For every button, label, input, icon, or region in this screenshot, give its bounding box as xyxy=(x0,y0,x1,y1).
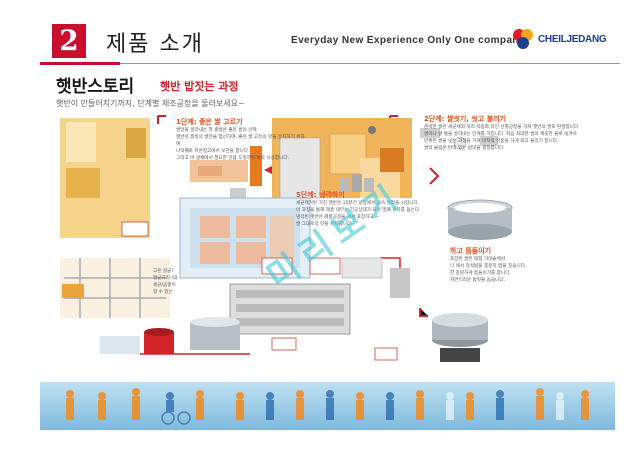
step-5-text: 5단계: 냉각하기 세균제거된 거친 햇반은 15분간 냉장에서 급속 냉각을 … xyxy=(296,190,456,228)
step-2-line: 쌀이나 쌀 틈을 골라내는 단계를 거칩니다. 처음 최대한 쌀의 깨끗한 물로… xyxy=(424,132,577,137)
step-2-line: 쌀의 불림은 탄력 있는 밥맛을 결정합니다. xyxy=(424,146,505,151)
header-divider xyxy=(40,63,620,64)
step-4-line: 자연스러운 밥맛을 돕습니다. xyxy=(450,278,506,283)
logo-brand: CHEILJEDANG xyxy=(538,34,607,45)
step-5-line: 이 과정을 통해 제품 내부는 진공상태가 되어 밀폐 유지를 돕는다. xyxy=(296,208,421,213)
people-silhouette-banner xyxy=(40,382,615,430)
step-1-line: 그리고 바 생채에서 필요한 만큼 도정하여 바로 사용합니다. xyxy=(176,156,290,161)
step-2-text: 2단계: 쌀씻기, 씻고 불리기 준비한 쌀은 세균제외 처리 자동화 라인 선… xyxy=(424,114,604,152)
step-5-line: 냉각된 햇반은 제품공정을 거쳐 포장하고 ~ xyxy=(296,215,379,220)
section-title: 제품 소개 xyxy=(106,32,204,57)
process-illustration xyxy=(60,115,513,362)
step-4-line: 포장된 쌀은 대형 가마솥에서 xyxy=(450,257,506,262)
step-5-line: 세균제거된 거친 햇반은 15분간 냉장에서 급속 냉각을 시킵니다. xyxy=(296,201,420,206)
step-5-line: 쌀 그대로의 맛을 유지합니다. xyxy=(296,222,353,227)
section-number-badge: 2 xyxy=(52,24,86,58)
cj-logo-icon xyxy=(513,29,533,49)
step-3-line: 고온 살균? xyxy=(153,269,174,274)
step-2-line: 반복된 쌀을 씻는 과정을 거쳐 마지막 전동을 하게 되고 불리기 합니다. xyxy=(424,139,559,144)
step-1-line: 나락째로 저온창고에서 보관을 합니다. xyxy=(176,149,250,154)
step-3-line: 멸균처리 (대 xyxy=(153,276,178,281)
story-description: 햇반이 만들어지기까지, 단계별 제조공정을 둘러보세요~ xyxy=(56,99,245,108)
step-1-text: 1단계: 좋은 쌀 고르기 쌀알을 골라내는 첫 출발은 좋은 쌀의 선택 햇반… xyxy=(176,117,306,162)
step-2-title: 2단계: 쌀씻기, 씻고 불리기 xyxy=(424,115,507,123)
step-3-line: 세균/곰팡이 xyxy=(153,283,176,288)
step-4-title: 하고 뜸들이기 xyxy=(450,247,492,255)
step-4-line: 나 에서 즉석밥을 충분히 밥을 짓습니다. xyxy=(450,264,527,269)
company-tagline: Everyday New Experience Only One company xyxy=(291,35,525,46)
story-subtitle: 햇반 밥짓는 과정 xyxy=(160,80,239,93)
section-number: 2 xyxy=(59,24,79,57)
header-divider-accent xyxy=(40,62,120,65)
packaged-rice-icon xyxy=(121,221,149,237)
step-2-line: 준비한 쌀은 세균제외 처리 자동화 라인 선별공정을 거쳐 햇반의 쌀로 탄생… xyxy=(424,125,579,130)
red-pot-icon xyxy=(144,332,174,354)
step-3-text: 고온 살균? 멸균처리 (대 세균/곰팡이 할 수 있는 xyxy=(153,268,183,296)
story-title: 햇반스토리 xyxy=(56,77,135,97)
step-3-line: 할 수 있는 xyxy=(153,290,173,295)
step-1-title: 1단계: 좋은 쌀 고르기 xyxy=(176,118,243,126)
step-4-text: 하고 뜸들이기 포장된 쌀은 대형 가마솥에서 나 에서 즉석밥을 충분히 밥을… xyxy=(450,246,600,284)
step-1-line: 쌀알을 골라내는 첫 출발은 좋은 쌀의 선택 xyxy=(176,128,257,133)
step-5-title: 5단계: 냉각하기 xyxy=(296,191,345,199)
step-4-line: 한 충분하게 뜸들이기를 합니다. xyxy=(450,271,511,276)
step-1-line: 햇반은 품질의 쌀만을 엄선하여, 좋은 쌀 고유의 맛을 유지하기 위하여 xyxy=(176,135,305,147)
